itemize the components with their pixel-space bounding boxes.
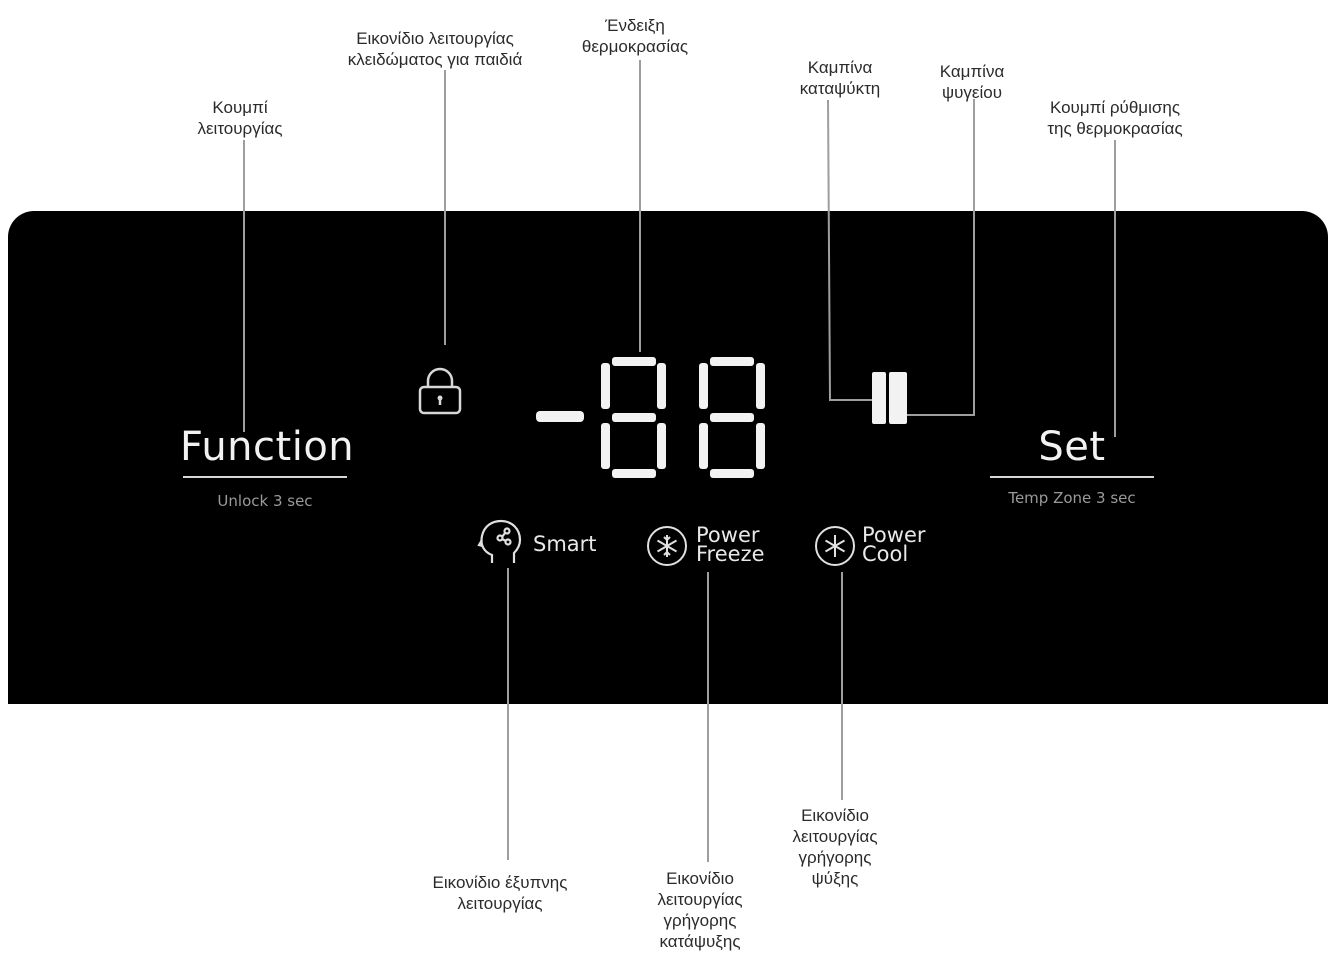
set-button-underline <box>990 476 1154 478</box>
set-button-subtitle: Temp Zone 3 sec <box>1008 489 1136 507</box>
function-button[interactable]: Function <box>180 424 355 470</box>
power-cool-label: Power Cool <box>862 523 926 566</box>
callout-set-button: Κουμπί ρύθμισης της θερμοκρασίας <box>1047 98 1183 138</box>
function-button-underline <box>183 476 347 478</box>
leader-lines <box>243 60 1116 862</box>
callout-power-freeze-icon: Εικονίδιο λειτουργίας γρήγορης κατάψυξης <box>657 869 743 951</box>
leader-fridge <box>906 99 975 416</box>
lock-icon <box>418 367 462 415</box>
display-minus-segment <box>536 411 584 422</box>
display-digit-2 <box>699 357 765 478</box>
leader-freezer <box>827 99 874 401</box>
set-button[interactable]: Set <box>1038 424 1106 470</box>
temperature-display <box>536 357 765 478</box>
power-freeze-snowflake-icon <box>647 526 687 566</box>
callout-child-lock-icon: Εικονίδιο λειτουργίας κλειδώματος για πα… <box>347 29 523 69</box>
smart-head-icon <box>477 519 522 563</box>
control-panel <box>8 211 1328 704</box>
callout-fridge-curve: Καμπίνα ψυγείου <box>939 62 1005 102</box>
freezer-compartment-indicator <box>872 372 886 424</box>
power-cool-asterisk-icon <box>815 526 855 566</box>
fridge-compartment-indicator <box>889 372 907 424</box>
callout-freezer-curve: Καμπίνα καταψύκτη <box>799 58 881 98</box>
callout-power-cool-icon: Εικονίδιο λειτουργίας γρήγορης ψύξης <box>792 806 878 888</box>
callout-function-button: Κουμπί λειτουργίας <box>197 98 283 138</box>
power-freeze-label: Power Freeze <box>696 523 765 566</box>
smart-label: Smart <box>533 532 597 556</box>
function-button-subtitle: Unlock 3 sec <box>217 492 313 510</box>
callout-temperature-display: Ένδειξη θερμοκρασίας <box>581 16 689 56</box>
display-digit-1 <box>601 357 666 478</box>
callout-smart-icon: Εικονίδιο έξυπνης λειτουργίας <box>432 873 568 913</box>
